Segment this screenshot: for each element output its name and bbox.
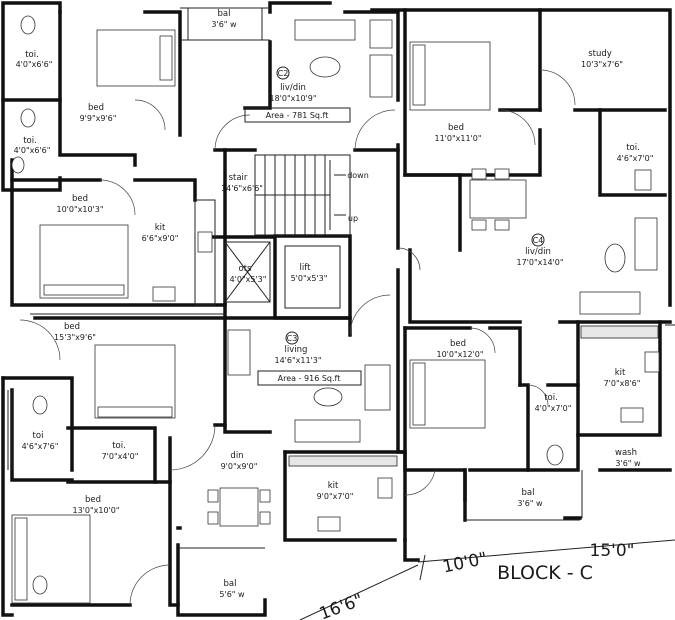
bed-furniture-5 xyxy=(409,359,486,429)
room-name-kit-1: kit xyxy=(155,223,166,233)
room-name-wash: wash xyxy=(615,448,637,458)
dining-set-c3 xyxy=(207,487,271,527)
unit-tags: C2 Area - 781 Sq.ft C3 Area - 916 Sq.ft … xyxy=(244,66,545,386)
unit-tag-c4: C4 xyxy=(533,236,544,245)
room-dim-c2-livdin: 18'0"x10'9" xyxy=(269,94,316,103)
bed-furniture-3 xyxy=(409,41,491,111)
room-dim-din: 9'0"x9'0" xyxy=(221,462,258,471)
room-dim-toi-4: 4'6"x7'6" xyxy=(22,442,59,451)
site-dim-middle: 10'0" xyxy=(441,549,489,578)
room-name-bed-2: bed xyxy=(72,194,88,204)
room-dim-c3-living: 14'6"x11'3" xyxy=(274,356,321,365)
room-dim-toi-6: 4'0"x7'0" xyxy=(535,404,572,413)
unit-area-c2: Area - 781 Sq.ft xyxy=(266,111,329,120)
door-swings xyxy=(19,69,576,606)
room-name-bal-mid: bal xyxy=(522,488,535,498)
room-dim-lift: 5'0"x5'3" xyxy=(291,274,328,283)
room-dim-bed-1: 9'9"x9'6" xyxy=(80,114,117,123)
room-dim-bed-2: 10'0"x10'3" xyxy=(56,205,103,214)
room-name-toi-4: toi xyxy=(33,431,44,441)
room-labels: bal 3'6" w toi. 4'0"x6'6" toi. 4'0"x6'6"… xyxy=(14,9,654,599)
room-name-stair: stair xyxy=(229,173,248,183)
bed-furniture-2 xyxy=(39,224,129,299)
kitchen-fixtures xyxy=(152,231,660,532)
site-dim-right: 15'0" xyxy=(590,541,635,561)
bed-furniture-1 xyxy=(96,29,176,87)
room-dim-bed-5: 10'0"x12'0" xyxy=(436,350,483,359)
unit-area-c3: Area - 916 Sq.ft xyxy=(278,374,341,383)
room-dim-bal-mid: 3'6" w xyxy=(517,499,543,508)
room-name-toi-3: toi. xyxy=(626,143,640,153)
room-name-toi-1: toi. xyxy=(25,50,39,60)
room-name-c3-living: living xyxy=(285,345,308,355)
sofa-set-c4 xyxy=(579,217,658,315)
room-dim-kit-2: 7'0"x8'6" xyxy=(604,379,641,388)
room-name-toi-5: toi. xyxy=(112,441,126,451)
unit-tag-c2: C2 xyxy=(278,69,289,78)
room-name-kit-2: kit xyxy=(615,368,626,378)
room-dim-toi-3: 4'6"x7'0" xyxy=(617,154,654,163)
room-dim-wash: 3'6" w xyxy=(615,459,641,468)
room-dim-toi-2: 4'0"x6'6" xyxy=(14,146,51,155)
room-dim-bal-bottom: 5'6" w xyxy=(219,590,245,599)
room-name-bed-6: bed xyxy=(85,495,101,505)
room-dim-bed-4: 15'3"x9'6" xyxy=(54,333,96,342)
room-name-bed-3: bed xyxy=(448,123,464,133)
room-name-kit-3: kit xyxy=(328,481,339,491)
room-dim-toi-1: 4'0"x6'6" xyxy=(16,60,53,69)
room-name-c4-livdin: liv/din xyxy=(525,247,551,257)
unit-tag-c3: C3 xyxy=(287,334,298,343)
room-name-bed-5: bed xyxy=(450,339,466,349)
toilet-fixtures xyxy=(11,15,652,595)
room-name-toi-2: toi. xyxy=(23,136,37,146)
plan-details xyxy=(7,7,675,620)
furniture xyxy=(11,15,660,604)
room-name-bal-top: bal xyxy=(218,9,231,19)
dining-set-c4 xyxy=(469,168,527,231)
sofa-set-c2 xyxy=(294,19,393,98)
room-name-study: study xyxy=(588,49,612,59)
site-dim-bottom: 16'6" xyxy=(317,590,366,620)
stair-up-label: up xyxy=(348,214,358,223)
room-dim-toi-5: 7'0"x4'0" xyxy=(102,452,139,461)
room-dim-stair: 14'6"x6'6" xyxy=(221,184,263,193)
room-dim-ots: 4'0"x5'3" xyxy=(230,275,267,284)
room-dim-bed-3: 11'0"x11'0" xyxy=(434,134,481,143)
room-dim-c4-livdin: 17'0"x14'0" xyxy=(516,258,563,267)
room-name-ots: ots xyxy=(239,264,253,274)
block-title: BLOCK - C xyxy=(497,562,593,584)
stair-down-label: down xyxy=(347,171,369,180)
room-name-din: din xyxy=(230,451,243,461)
room-name-bed-1: bed xyxy=(88,103,104,113)
room-dim-bal-top: 3'6" w xyxy=(211,20,237,29)
site-annotations: 15'0" 10'0" 16'6" BLOCK - C xyxy=(317,541,635,620)
room-name-c2-livdin: liv/din xyxy=(280,83,306,93)
room-dim-bed-6: 13'0"x10'0" xyxy=(72,506,119,515)
room-name-bed-4: bed xyxy=(64,322,80,332)
room-dim-study: 10'3"x7'6" xyxy=(581,60,623,69)
sofa-set-c3 xyxy=(227,329,391,443)
room-dim-kit-3: 9'0"x7'0" xyxy=(317,492,354,501)
room-name-bal-bottom: bal xyxy=(224,579,237,589)
bed-furniture-4 xyxy=(94,344,176,419)
room-name-toi-6: toi. xyxy=(544,393,558,403)
bed-furniture-6 xyxy=(11,514,91,604)
room-name-lift: lift xyxy=(300,263,312,273)
room-dim-kit-1: 6'6"x9'0" xyxy=(142,234,179,243)
